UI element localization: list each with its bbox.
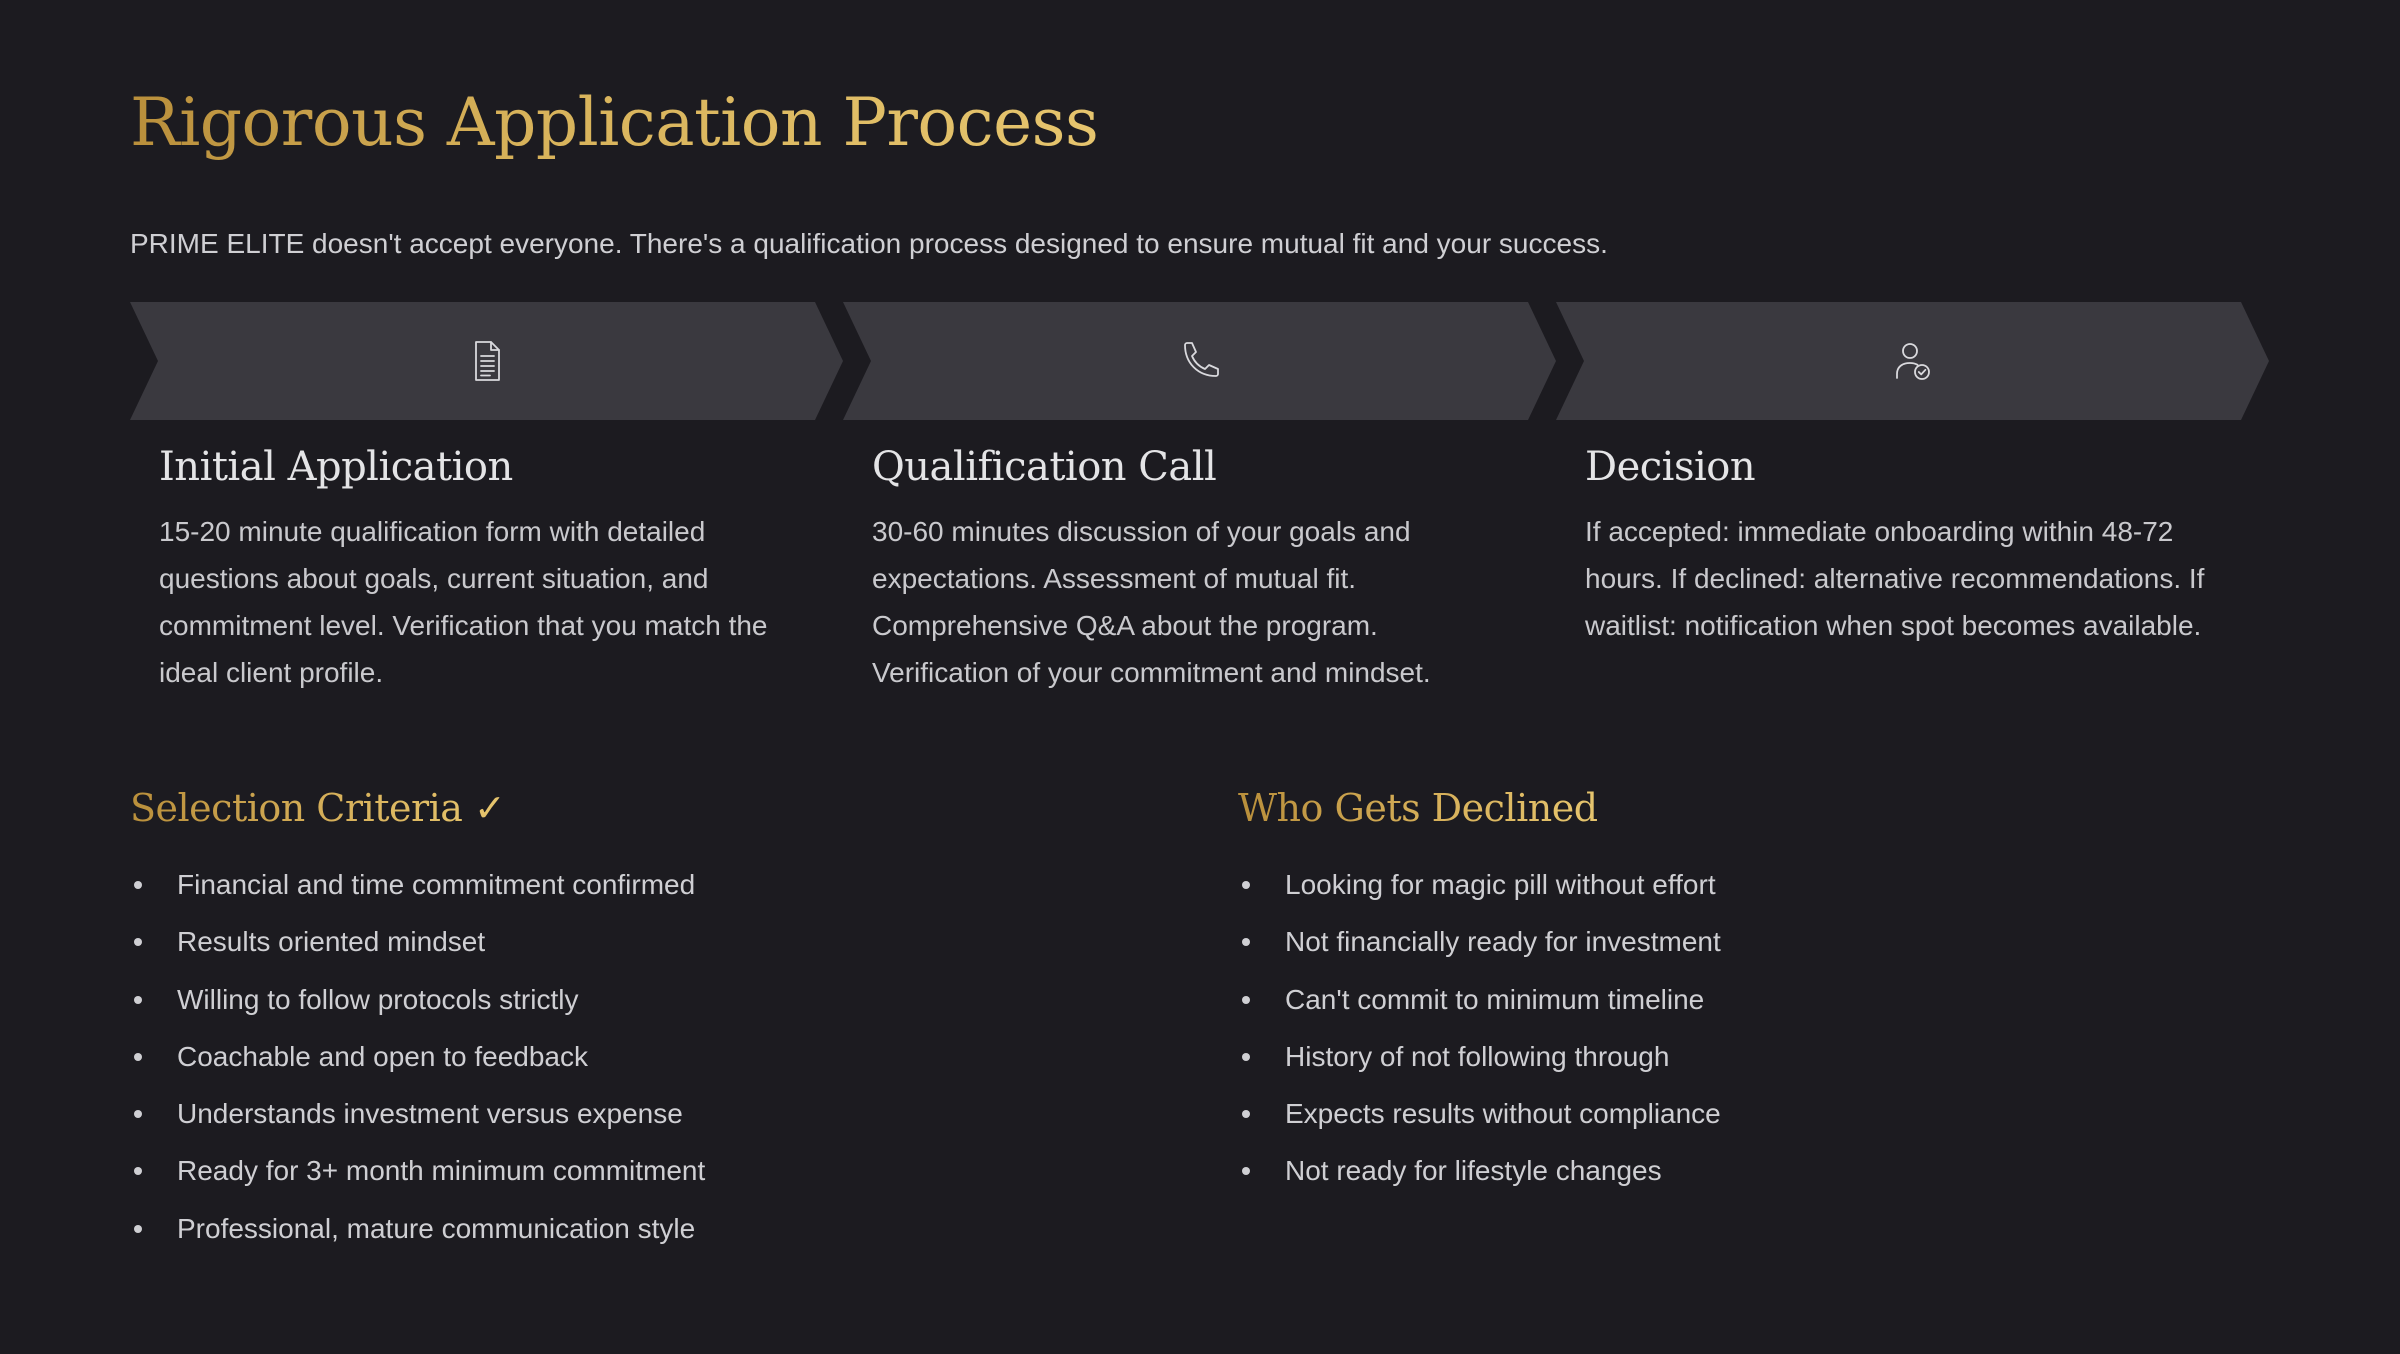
list-item-text: Financial and time commitment confirmed bbox=[177, 869, 696, 900]
page-subtitle: PRIME ELITE doesn't accept everyone. The… bbox=[130, 228, 1608, 259]
bullet-icon bbox=[134, 1110, 142, 1119]
list-item-text: Not financially ready for investment bbox=[1285, 926, 1721, 958]
who-gets-declined-section: Who Gets Declined Looking for magic pill… bbox=[1238, 780, 1998, 1200]
list-item: History of not following through bbox=[1238, 1028, 1998, 1085]
step-title: Initial Application bbox=[159, 444, 513, 490]
list-item-text: Can't commit to minimum timeline bbox=[1285, 983, 1705, 1015]
bullet-icon bbox=[134, 938, 142, 947]
list-item: Not ready for lifestyle changes bbox=[1238, 1142, 1998, 1199]
list-item: Coachable and open to feedback bbox=[130, 1028, 890, 1085]
list-item: Results oriented mindset bbox=[130, 913, 890, 970]
list-item: Willing to follow protocols strictly bbox=[130, 971, 890, 1028]
step-chevron-decision bbox=[1556, 302, 2269, 420]
bullet-icon bbox=[134, 881, 142, 889]
list-item-text: Coachable and open to feedback bbox=[177, 1040, 588, 1072]
list-item-text: Looking for magic pill without effort bbox=[1285, 869, 1716, 900]
list-item-text: Professional, mature communication style bbox=[177, 1212, 696, 1244]
selection-criteria-heading: Selection Criteria ✓ bbox=[130, 780, 506, 836]
who-gets-declined-heading: Who Gets Declined bbox=[1238, 780, 1598, 836]
step-chevron-initial-application bbox=[130, 302, 843, 420]
step-description: If accepted: immediate onboarding within… bbox=[1585, 516, 2205, 641]
list-item-text: Not ready for lifestyle changes bbox=[1285, 1155, 1662, 1187]
bullet-icon bbox=[134, 1167, 142, 1176]
list-item: Can't commit to minimum timeline bbox=[1238, 971, 1998, 1028]
step-initial-application: Initial Application 15-20 minute qualifi… bbox=[159, 440, 799, 696]
bullet-icon bbox=[134, 1052, 142, 1061]
step-description: 30-60 minutes discussion of your goals a… bbox=[872, 516, 1431, 688]
list-item: Professional, mature communication style bbox=[130, 1200, 890, 1257]
selection-criteria-list: Financial and time commitment confirmed … bbox=[130, 856, 890, 1257]
bullet-icon bbox=[134, 1224, 142, 1233]
who-gets-declined-list: Looking for magic pill without effort No… bbox=[1238, 856, 1998, 1200]
step-decision: Decision If accepted: immediate onboardi… bbox=[1585, 440, 2225, 649]
step-qualification-call: Qualification Call 30-60 minutes discuss… bbox=[872, 440, 1512, 696]
list-item: Expects results without compliance bbox=[1238, 1085, 1998, 1142]
bullet-icon bbox=[1242, 938, 1250, 947]
bullet-icon bbox=[1242, 1110, 1250, 1119]
list-item-text: Willing to follow protocols strictly bbox=[177, 983, 579, 1015]
selection-criteria-section: Selection Criteria ✓ Financial and time … bbox=[130, 780, 890, 1257]
list-item-text: Results oriented mindset bbox=[177, 926, 486, 958]
process-steps-bar bbox=[130, 302, 2270, 420]
document-icon bbox=[462, 336, 512, 386]
phone-icon bbox=[1175, 336, 1225, 386]
step-chevron-qualification-call bbox=[843, 302, 1556, 420]
step-title: Qualification Call bbox=[872, 444, 1217, 490]
list-item: Looking for magic pill without effort bbox=[1238, 856, 1998, 913]
list-item-text: Expects results without compliance bbox=[1285, 1098, 1721, 1130]
step-title: Decision bbox=[1585, 444, 1756, 490]
list-item: Financial and time commitment confirmed bbox=[130, 856, 890, 913]
bullet-icon bbox=[134, 995, 142, 1004]
bullet-icon bbox=[1242, 1167, 1250, 1176]
bullet-icon bbox=[1242, 995, 1250, 1004]
step-description: 15-20 minute qualification form with det… bbox=[159, 516, 768, 688]
list-item-text: Understands investment versus expense bbox=[177, 1098, 683, 1130]
list-item: Not financially ready for investment bbox=[1238, 913, 1998, 970]
bullet-icon bbox=[1242, 881, 1250, 889]
bullet-icon bbox=[1242, 1052, 1250, 1061]
list-item-text: Ready for 3+ month minimum commitment bbox=[177, 1155, 706, 1187]
page-title: Rigorous Application Process bbox=[130, 78, 1099, 168]
user-check-icon bbox=[1888, 336, 1938, 386]
list-item: Understands investment versus expense bbox=[130, 1085, 890, 1142]
list-item: Ready for 3+ month minimum commitment bbox=[130, 1142, 890, 1199]
list-item-text: History of not following through bbox=[1285, 1040, 1670, 1072]
